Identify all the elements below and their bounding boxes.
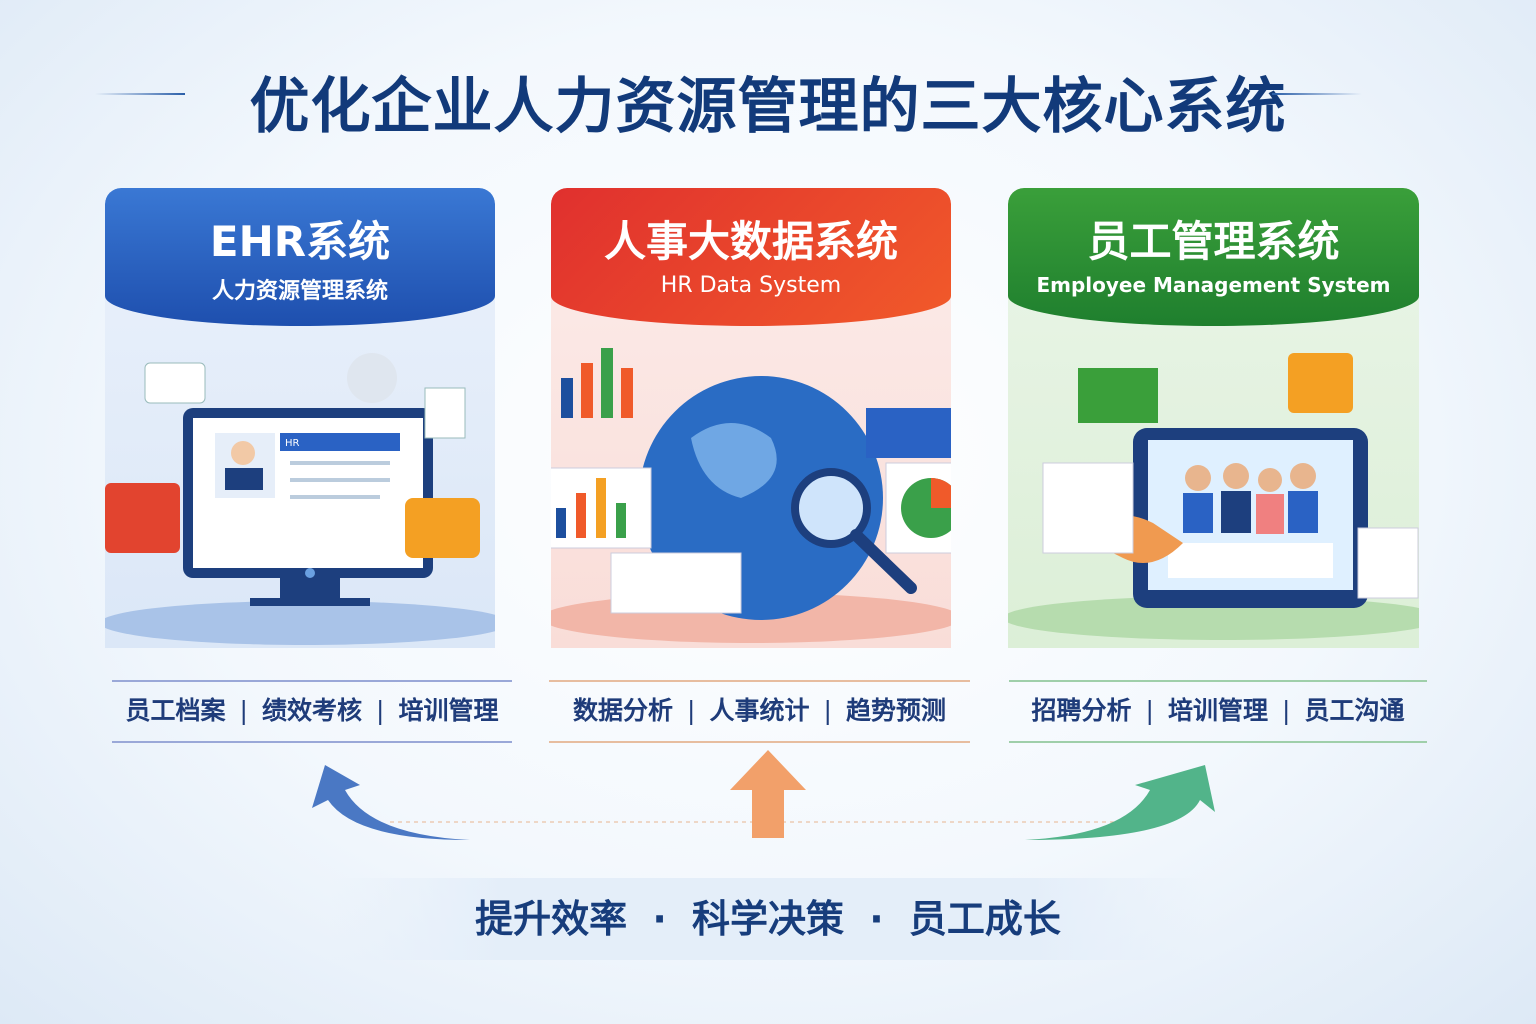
card-subtitle: 人力资源管理系统 xyxy=(211,279,388,304)
team-people-icon xyxy=(1183,463,1318,534)
gear-user-icon xyxy=(347,353,397,403)
magnifier-icon xyxy=(791,468,871,548)
line-chart-icon xyxy=(610,552,742,614)
hr-data-features: 数据分析|人事统计|趋势预测 xyxy=(549,680,970,743)
slogan-separator: · xyxy=(869,897,884,941)
card-ehr-system: EHR系统 人力资源管理系统 HR xyxy=(105,188,495,648)
feature-item: 招聘分析 xyxy=(1031,696,1132,725)
feature-item: 绩效考核 xyxy=(261,696,362,725)
footer-slogan: 提升效率 · 科学决策 · 员工成长 xyxy=(330,878,1206,960)
card-title: 人事大数据系统 xyxy=(603,217,898,266)
user-avatar-icon xyxy=(225,468,263,490)
feature-item: 人事统计 xyxy=(709,696,810,725)
card-subtitle: HR Data System xyxy=(660,273,842,298)
card-title: EHR系统 xyxy=(209,217,391,266)
page-title: 优化企业人力资源管理的三大核心系统 xyxy=(249,72,1287,142)
slogan-item: 员工成长 xyxy=(908,897,1061,941)
feature-item: 培训管理 xyxy=(1167,696,1268,725)
card-header: 人事大数据系统 HR Data System xyxy=(551,188,951,326)
ehr-features: 员工档案|绩效考核|培训管理 xyxy=(112,680,512,743)
card-employee-management: 员工管理系统 Employee Management System xyxy=(1008,188,1419,648)
card-hr-data-system: 人事大数据系统 HR Data System xyxy=(551,188,951,648)
bar-chart-icon xyxy=(621,368,633,418)
title-decor-right xyxy=(1272,93,1362,95)
feature-item: 培训管理 xyxy=(398,696,499,725)
arrows xyxy=(312,750,1215,840)
document-icon xyxy=(1288,353,1353,413)
checklist-icon xyxy=(1042,462,1134,554)
employee-features: 招聘分析|培训管理|员工沟通 xyxy=(1009,680,1427,743)
feature-item: 数据分析 xyxy=(573,696,674,725)
computer-illustration: HR xyxy=(105,353,495,645)
chat-icon xyxy=(405,498,480,558)
feature-item: 员工档案 xyxy=(125,696,226,725)
slogan-item: 提升效率 xyxy=(475,897,628,941)
feature-item: 员工沟通 xyxy=(1304,696,1405,725)
card-header: EHR系统 人力资源管理系统 xyxy=(105,188,495,326)
globe-data-illustration xyxy=(551,348,951,643)
screen-label: HR xyxy=(285,438,300,449)
feature-item: 趋势预测 xyxy=(845,696,946,725)
arrow-left-icon xyxy=(312,765,470,840)
team-illustration xyxy=(1008,353,1419,640)
card-header: 员工管理系统 Employee Management System xyxy=(1008,188,1419,326)
card-subtitle: Employee Management System xyxy=(1036,273,1391,297)
card-title: 员工管理系统 xyxy=(1087,217,1340,266)
arrow-right-icon xyxy=(1025,765,1215,840)
document-icon xyxy=(105,483,180,553)
slogan-item: 科学决策 xyxy=(691,897,844,941)
task-list-icon xyxy=(1357,527,1419,599)
slogan-separator: · xyxy=(652,897,667,941)
title-decor-left xyxy=(95,93,185,95)
envelope-icon xyxy=(1078,368,1158,423)
arrow-up-icon xyxy=(730,750,806,838)
